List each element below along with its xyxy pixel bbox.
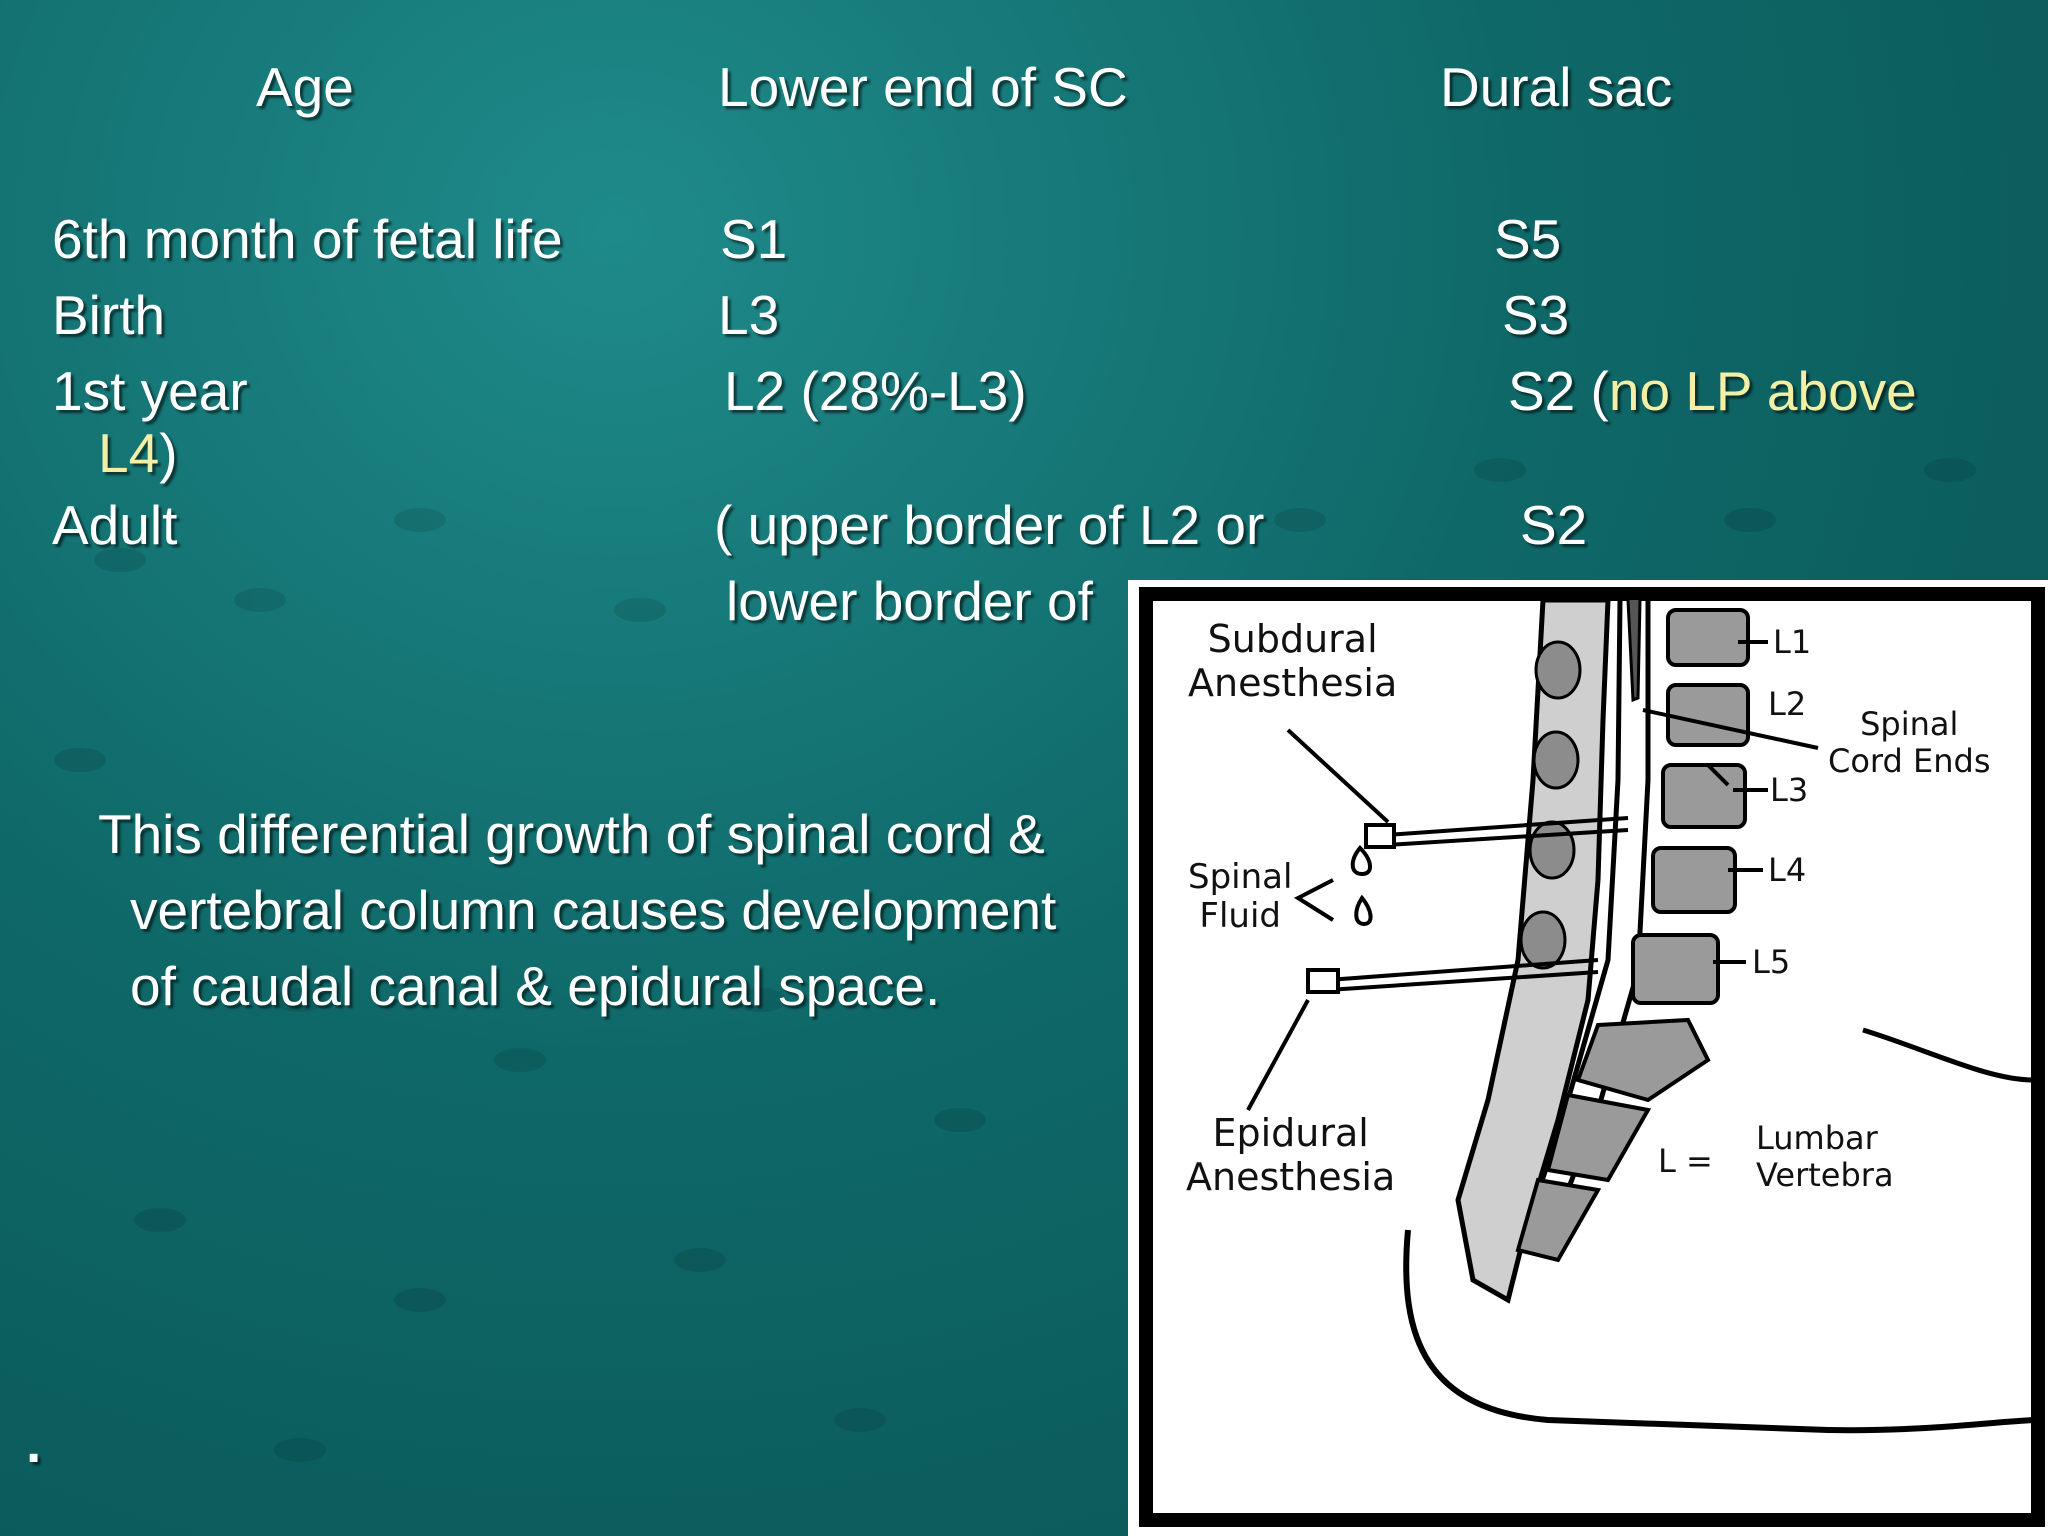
label-subdural-anesthesia: Subdural Anesthesia <box>1188 617 1398 705</box>
row-3-age: 1st year <box>52 360 248 422</box>
spine-diagram <box>1139 587 2045 1527</box>
spinal-anesthesia-figure: Subdural Anesthesia Spinal Fluid Epidura… <box>1128 580 2048 1536</box>
row-3-dural-sac-note: no LP above <box>1608 360 1917 422</box>
row-3-note-close: ) <box>159 422 178 484</box>
row-1-age: 6th month of fetal life <box>52 208 563 270</box>
header-lower-end-of-sc: Lower end of SC <box>718 56 1128 118</box>
row-3-dural-sac-continued: L4) <box>98 426 178 481</box>
label-spinal-fluid: Spinal Fluid <box>1188 857 1293 937</box>
label-epidural-anesthesia: Epidural Anesthesia <box>1186 1111 1396 1199</box>
paragraph-line-2: vertebral column causes development <box>130 879 1057 941</box>
bullet-mark: . <box>26 1412 42 1474</box>
row-3-dural-sac-prefix: S2 ( <box>1508 360 1609 422</box>
explanation-paragraph: This differential growth of spinal cord … <box>98 796 1108 1024</box>
row-3-note-continued: L4 <box>98 422 160 484</box>
header-dural-sac: Dural sac <box>1440 56 1673 118</box>
vertebra-label-l3: L3 <box>1770 771 1809 809</box>
paragraph-line-1: This differential growth of spinal cord … <box>98 803 1045 865</box>
vertebra-label-l1: L1 <box>1773 623 1812 661</box>
row-3-lower-end: L2 (28%-L3) <box>724 360 1027 422</box>
legend-value: Lumbar Vertebra <box>1756 1119 1894 1194</box>
vertebra-label-l2: L2 <box>1768 685 1807 723</box>
legend-key: L = <box>1658 1142 1713 1180</box>
row-4-lower-end-line2: lower border of <box>726 570 1093 632</box>
label-spinal-cord-ends: Spinal Cord Ends <box>1828 705 1991 780</box>
paragraph-line-3: of caudal canal & epidural space. <box>130 955 941 1017</box>
row-3-dural-sac: S2 (no LP above <box>1508 364 1917 419</box>
row-4-dural-sac: S2 <box>1520 494 1588 556</box>
row-1-dural-sac: S5 <box>1494 208 1562 270</box>
row-2-age: Birth <box>52 284 166 346</box>
row-4-age: Adult <box>52 494 178 556</box>
row-2-lower-end: L3 <box>718 284 780 346</box>
vertebra-label-l5: L5 <box>1752 943 1791 981</box>
row-2-dural-sac: S3 <box>1502 284 1570 346</box>
vertebra-label-l4: L4 <box>1768 851 1807 889</box>
header-age: Age <box>256 56 354 118</box>
row-1-lower-end: S1 <box>720 208 788 270</box>
row-4-lower-end-line1: ( upper border of L2 or <box>714 494 1265 556</box>
